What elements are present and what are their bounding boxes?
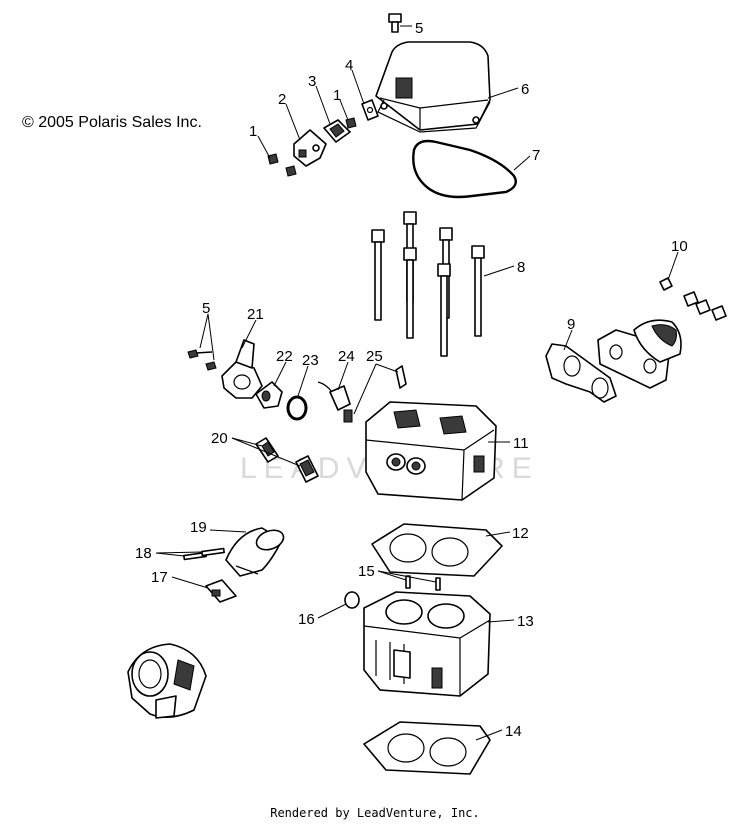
part-25-fitting[interactable] (395, 365, 407, 389)
copyright-notice: © 2005 Polaris Sales Inc. (22, 114, 202, 131)
part-1-screws[interactable] (267, 117, 357, 177)
callout-21: 21 (247, 306, 264, 323)
callout-23: 23 (302, 352, 319, 369)
part-4-plate[interactable] (361, 99, 379, 121)
leader-lines (155, 25, 679, 741)
callout-2: 2 (278, 91, 286, 108)
callout-17: 17 (151, 569, 168, 586)
part-18-screws[interactable] (183, 547, 225, 561)
callout-19: 19 (190, 519, 207, 536)
callout-7: 7 (532, 147, 540, 164)
callout-8: 8 (517, 259, 525, 276)
callout-15: 15 (358, 563, 375, 580)
part-8-head-bolts[interactable] (371, 211, 485, 357)
part-5-screws-left[interactable] (187, 349, 217, 371)
callout-14: 14 (505, 723, 522, 740)
callout-12: 12 (512, 525, 529, 542)
part-11-cylinder-head[interactable] (365, 401, 497, 501)
part-21-water-outlet[interactable] (221, 339, 263, 399)
callout-13: 13 (517, 613, 534, 630)
callout-24: 24 (338, 348, 355, 365)
part-19-intake-boot[interactable] (225, 527, 286, 577)
callout-5-left: 5 (202, 300, 210, 317)
part-15-dowel-pins[interactable] (405, 575, 441, 591)
part-2-housing[interactable] (293, 129, 327, 167)
callout-11: 11 (513, 435, 529, 452)
part-6-valve-cover[interactable] (375, 41, 491, 133)
part-13-cylinder[interactable] (363, 591, 491, 697)
callout-9: 9 (567, 316, 575, 333)
part-22-thermostat[interactable] (255, 381, 283, 409)
part-14-base-gasket[interactable] (363, 721, 491, 775)
footer-credit: Rendered by LeadVenture, Inc. (270, 806, 480, 820)
callout-5-top: 5 (415, 20, 423, 37)
callout-22: 22 (276, 348, 293, 365)
part-17-clamp[interactable] (205, 579, 237, 603)
callout-16: 16 (298, 611, 315, 628)
throttle-body (127, 643, 207, 719)
callout-10: 10 (671, 238, 688, 255)
callout-4: 4 (345, 57, 353, 74)
part-20-spark-plugs[interactable] (255, 437, 319, 483)
part-16-plug[interactable] (344, 591, 360, 609)
callout-6: 6 (521, 81, 529, 98)
part-23-o-ring[interactable] (286, 395, 308, 421)
callout-25: 25 (366, 348, 383, 365)
part-24-temp-sensor[interactable] (317, 381, 353, 423)
callout-20: 20 (211, 430, 228, 447)
callout-labels: 5 6 4 3 2 1 1 7 8 10 9 5 21 22 23 24 25 … (135, 20, 688, 740)
part-9-exhaust-gasket[interactable] (545, 319, 682, 403)
part-12-head-gasket[interactable] (371, 523, 503, 577)
callout-18: 18 (135, 545, 152, 562)
part-10-bolts[interactable] (659, 277, 727, 321)
part-7-cover-gasket[interactable] (412, 139, 517, 199)
part-5-screw-top[interactable] (388, 13, 402, 33)
callout-1-left: 1 (249, 123, 257, 140)
callout-1-right: 1 (333, 87, 341, 104)
callout-3: 3 (308, 73, 316, 90)
part-3-gasket[interactable] (323, 119, 351, 143)
